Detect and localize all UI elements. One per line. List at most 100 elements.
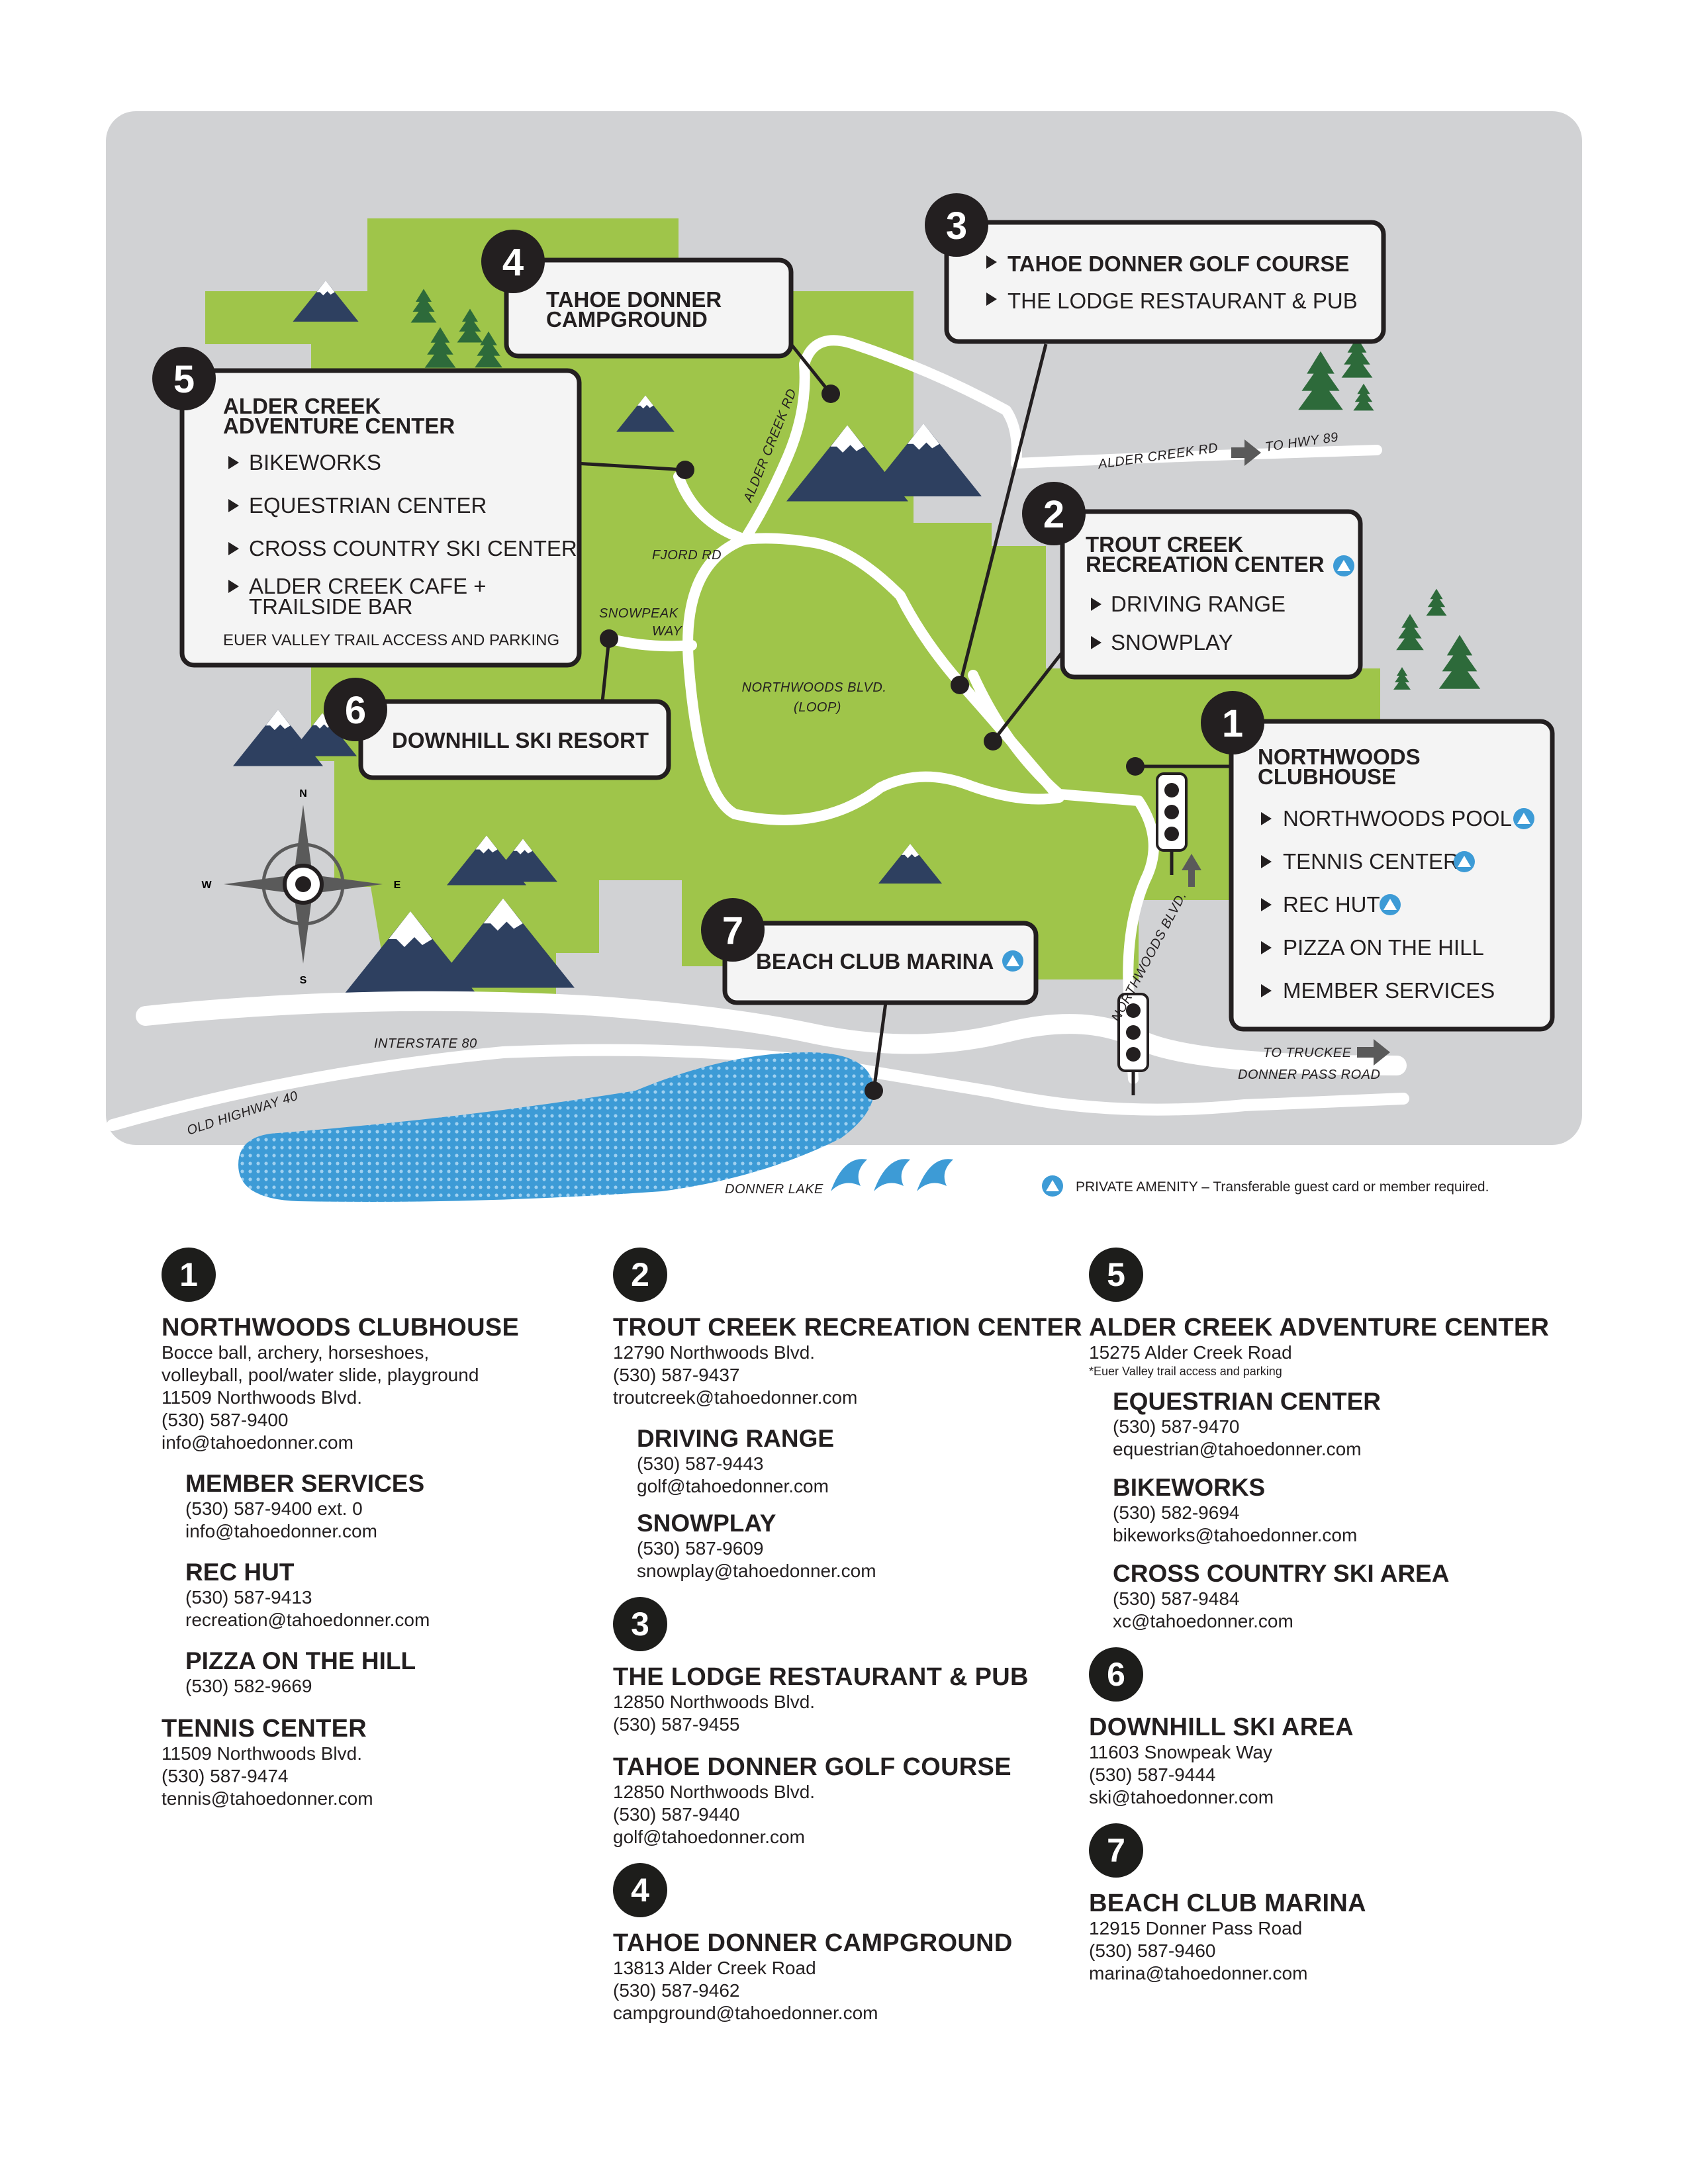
number-badge: 5 xyxy=(1089,1248,1143,1302)
donner-lake xyxy=(238,1052,874,1202)
wave-icon xyxy=(831,1159,953,1191)
callout-3-item-2: THE LODGE RESTAURANT & PUB xyxy=(1008,289,1358,313)
private-amenity-icon xyxy=(1454,851,1475,872)
pizza-section: PIZZA ON THE HILL (530) 582-9669 xyxy=(185,1647,638,1698)
arrow-up-icon xyxy=(1182,854,1201,887)
private-amenity-icon xyxy=(1042,1175,1063,1197)
email-link[interactable]: bikeworks@tahoedonner.com xyxy=(1113,1525,1358,1545)
phone: (530) 587-9400 xyxy=(162,1410,289,1430)
number-badge: 4 xyxy=(613,1863,667,1917)
email-link[interactable]: equestrian@tahoedonner.com xyxy=(1113,1439,1362,1459)
phone: (530) 587-9413 xyxy=(185,1587,312,1608)
lodge-title: THE LODGE RESTAURANT & PUB xyxy=(613,1663,1029,1691)
phone: (530) 587-9443 xyxy=(637,1453,764,1474)
driving-range-section: DRIVING RANGE (530) 587-9443 golf@tahoed… xyxy=(637,1425,1090,1498)
area-map: N S E W ALDER CREEK RD ALDER CREEK RD TO… xyxy=(106,111,1582,1202)
phone: (530) 587-9460 xyxy=(1089,1940,1216,1961)
label-interstate-80: INTERSTATE 80 xyxy=(374,1036,477,1051)
label-snowpeak-way: WAY xyxy=(652,624,682,639)
callout-5-footer: EUER VALLEY TRAIL ACCESS AND PARKING xyxy=(223,631,559,649)
campground-title: TAHOE DONNER CAMPGROUND xyxy=(613,1929,1013,1957)
footnote: *Euer Valley trail access and parking xyxy=(1089,1365,1282,1378)
email-link[interactable]: ski@tahoedonner.com xyxy=(1089,1787,1274,1807)
address: 11603 Snowpeak Way xyxy=(1089,1742,1273,1762)
trout-creek-title: TROUT CREEK RECREATION CENTER xyxy=(613,1314,1082,1342)
pizza-title: PIZZA ON THE HILL xyxy=(185,1647,416,1674)
xc-section: CROSS COUNTRY SKI AREA (530) 587-9484 xc… xyxy=(1113,1560,1566,1633)
callout-4-title-1: TAHOE DONNER xyxy=(546,287,722,312)
phone: (530) 587-9484 xyxy=(1113,1588,1240,1609)
road-interstate-80 xyxy=(136,991,1407,1075)
email-link[interactable]: info@tahoedonner.com xyxy=(162,1432,353,1453)
email-link[interactable]: info@tahoedonner.com xyxy=(185,1521,377,1541)
label-donner-lake: DONNER LAKE xyxy=(725,1182,823,1197)
equestrian-section: EQUESTRIAN CENTER (530) 587-9470 equestr… xyxy=(1113,1388,1566,1461)
callout-5-item-2: EQUESTRIAN CENTER xyxy=(249,493,487,518)
address: 11509 Northwoods Blvd. xyxy=(162,1387,362,1408)
compass-w: W xyxy=(201,880,212,891)
snowplay-section: SNOWPLAY (530) 587-9609 snowplay@tahoedo… xyxy=(637,1510,1090,1582)
directory-col-1: 1 NORTHWOODS CLUBHOUSE Bocce ball, arche… xyxy=(162,1248,638,1810)
tennis-section: TENNIS CENTER 11509 Northwoods Blvd. (53… xyxy=(162,1715,638,1810)
phone: (530) 582-9669 xyxy=(185,1676,312,1696)
address: 11509 Northwoods Blvd. xyxy=(162,1743,362,1764)
callout-1-item-2: TENNIS CENTER xyxy=(1283,849,1459,874)
compass-n: N xyxy=(299,788,307,799)
email-link[interactable]: golf@tahoedonner.com xyxy=(613,1827,805,1847)
northwoods-clubhouse-title: NORTHWOODS CLUBHOUSE xyxy=(162,1314,520,1342)
rec-hut-title: REC HUT xyxy=(185,1559,295,1586)
callout-4-title-2: CAMPGROUND xyxy=(546,307,708,332)
phone: (530) 587-9462 xyxy=(613,1980,740,2001)
bikeworks-title: BIKEWORKS xyxy=(1113,1474,1266,1501)
email-link[interactable]: campground@tahoedonner.com xyxy=(613,2003,878,2023)
callout-5-item-4: ALDER CREEK CAFE + xyxy=(249,574,487,598)
callout-number-7: 7 xyxy=(722,909,743,952)
compass-rose: N S E W xyxy=(201,788,400,986)
phone: (530) 587-9455 xyxy=(613,1714,740,1735)
private-amenity-icon xyxy=(1513,808,1534,829)
marina-title: BEACH CLUB MARINA xyxy=(1089,1889,1366,1917)
email-link[interactable]: recreation@tahoedonner.com xyxy=(185,1610,430,1630)
phone: (530) 587-9440 xyxy=(613,1804,740,1825)
downhill-section: 6 DOWNHILL SKI AREA 11603 Snowpeak Way (… xyxy=(1089,1647,1566,1809)
marina-section: 7 BEACH CLUB MARINA 12915 Donner Pass Ro… xyxy=(1089,1823,1566,1985)
callout-number-4: 4 xyxy=(502,241,524,284)
number-badge: 3 xyxy=(613,1597,667,1651)
address: 12790 Northwoods Blvd. xyxy=(613,1342,816,1363)
road-alder-creek-east xyxy=(1011,445,1382,469)
snowplay-title: SNOWPLAY xyxy=(637,1510,776,1537)
campground-section: 4 TAHOE DONNER CAMPGROUND 13813 Alder Cr… xyxy=(613,1863,1090,2025)
address: 15275 Alder Creek Road xyxy=(1089,1342,1292,1363)
callout-1-item-3: REC HUT xyxy=(1283,892,1380,917)
callout-1-title-2: CLUBHOUSE xyxy=(1258,764,1396,789)
label-to-truckee: TO TRUCKEE xyxy=(1263,1046,1352,1060)
number-badge: 7 xyxy=(1089,1823,1143,1878)
email-link[interactable]: snowplay@tahoedonner.com xyxy=(637,1561,876,1581)
label-loop: (LOOP) xyxy=(794,700,841,715)
member-services-section: MEMBER SERVICES (530) 587-9400 ext. 0 in… xyxy=(185,1470,638,1543)
callout-5-title-2: ADVENTURE CENTER xyxy=(223,414,455,438)
golf-section: TAHOE DONNER GOLF COURSE 12850 Northwood… xyxy=(613,1753,1090,1848)
compass-s: S xyxy=(300,975,307,986)
downhill-title: DOWNHILL SKI AREA xyxy=(1089,1713,1354,1741)
email-link[interactable]: marina@tahoedonner.com xyxy=(1089,1963,1308,1983)
address: 12850 Northwoods Blvd. xyxy=(613,1692,816,1712)
arrow-right-icon xyxy=(1231,439,1261,466)
email-link[interactable]: tennis@tahoedonner.com xyxy=(162,1788,373,1809)
email-link[interactable]: xc@tahoedonner.com xyxy=(1113,1611,1293,1631)
lodge-section: 3 THE LODGE RESTAURANT & PUB 12850 North… xyxy=(613,1597,1090,1736)
callout-number-6: 6 xyxy=(345,689,366,732)
callout-7-title: BEACH CLUB MARINA xyxy=(756,949,994,974)
golf-title: TAHOE DONNER GOLF COURSE xyxy=(613,1753,1011,1781)
email-link[interactable]: troutcreek@tahoedonner.com xyxy=(613,1387,858,1408)
phone: (530) 587-9400 ext. 0 xyxy=(185,1498,363,1519)
compass-e: E xyxy=(394,880,401,891)
callout-5-item-5: TRAILSIDE BAR xyxy=(249,594,413,619)
callout-3-item-1: TAHOE DONNER GOLF COURSE xyxy=(1008,251,1349,276)
callout-6-title: DOWNHILL SKI RESORT xyxy=(392,728,649,752)
callout-number-1: 1 xyxy=(1222,702,1243,745)
email-link[interactable]: golf@tahoedonner.com xyxy=(637,1476,829,1496)
callout-1-item-4: PIZZA ON THE HILL xyxy=(1283,935,1484,960)
equestrian-title: EQUESTRIAN CENTER xyxy=(1113,1388,1381,1415)
number-badge: 2 xyxy=(613,1248,667,1302)
